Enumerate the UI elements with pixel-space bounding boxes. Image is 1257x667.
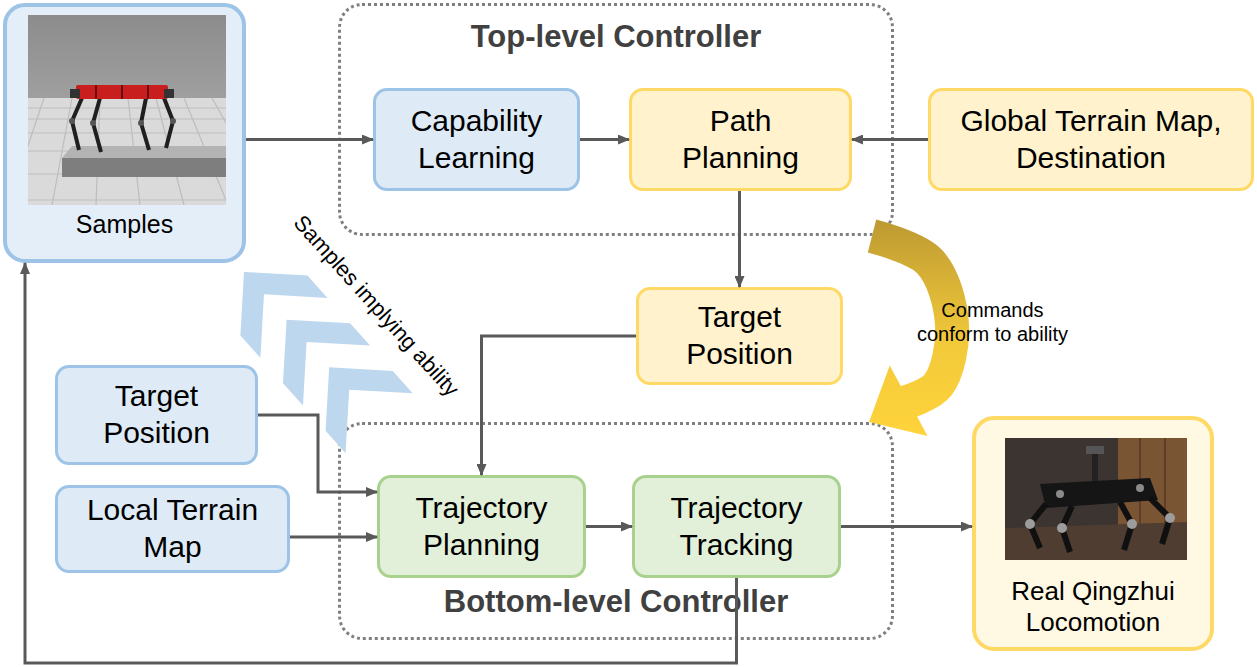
controller-frame: Top-level ControllerCapability Learning P… — [338, 3, 894, 236]
connector-line — [482, 336, 637, 475]
sample-panel: Samples — [3, 3, 246, 263]
robot-hip — [70, 89, 80, 98]
sim-sky — [28, 15, 226, 205]
connector-line — [258, 415, 377, 492]
sim-floor — [28, 98, 226, 205]
box-label: Target Position — [645, 299, 835, 372]
robot-body — [76, 85, 168, 99]
feedback-chevrons — [240, 272, 412, 453]
flow-arrow — [290, 537, 377, 538]
flow-arrow — [580, 139, 629, 140]
input-box: Target Position — [55, 365, 258, 465]
input-box: Local Terrain Map — [55, 485, 290, 573]
command-arrow-head — [869, 365, 928, 436]
flow-arrow — [25, 263, 737, 663]
box-label: Path Planning — [656, 103, 826, 176]
robot-body — [1040, 478, 1158, 508]
command-arrow — [869, 236, 952, 436]
box-label: Capability Learning — [389, 103, 564, 176]
box-label: Trajectory Planning — [387, 490, 577, 563]
real-robot-photo — [1005, 438, 1187, 560]
robot-joint — [1057, 523, 1067, 533]
box-label: Target Position — [62, 378, 252, 451]
flow-arrow — [482, 336, 637, 475]
process-box: Trajectory Planning — [377, 475, 586, 578]
controller-frame: Bottom-level ControllerTrajectory Planni… — [338, 422, 894, 640]
sim-floor-tiles — [28, 98, 226, 205]
connector-line — [246, 138, 373, 141]
sim-step-front — [62, 158, 226, 177]
connector-line — [586, 525, 632, 528]
robot-knee — [170, 118, 176, 124]
robot-joint — [1056, 490, 1064, 498]
flow-arrow — [841, 526, 972, 527]
box-label: Samples — [76, 209, 173, 240]
photo-wood-door — [1118, 438, 1187, 538]
connector-line — [580, 138, 629, 141]
process-box: Capability Learning — [373, 88, 580, 191]
box-label: Local Terrain Map — [63, 492, 283, 565]
connector-line — [738, 191, 741, 287]
robot-panel: Real Qingzhui Locomotion — [972, 416, 1214, 651]
box-label: Trajectory Tracking — [642, 490, 832, 563]
robot-legs — [1030, 498, 1170, 552]
robot-joint — [1127, 519, 1137, 529]
controller-title: Top-level Controller — [471, 18, 762, 56]
sim-step-top — [62, 146, 226, 158]
robot-body-seams — [96, 85, 148, 99]
connector-line — [841, 525, 972, 528]
connector-line — [852, 138, 928, 141]
robot-knee — [138, 120, 144, 126]
process-box: Trajectory Tracking — [632, 475, 841, 578]
flow-arrow — [258, 415, 377, 492]
flow-arrow — [852, 139, 928, 140]
robot-legs — [72, 98, 173, 152]
robot-knee — [69, 118, 75, 124]
flow-chevron — [240, 272, 327, 358]
photo-background — [1005, 438, 1187, 560]
robot-hip — [164, 89, 174, 98]
connector-line — [290, 536, 377, 539]
robot-sensor-mast — [1092, 450, 1098, 482]
simulation-snapshot — [28, 15, 226, 205]
robot-knee — [90, 120, 96, 126]
photo-floor — [1005, 522, 1187, 560]
input-box: Global Terrain Map, Destination — [928, 88, 1254, 191]
robot-sensor — [1086, 446, 1104, 454]
output-box: Target Position — [636, 287, 843, 385]
flow-arrow — [246, 139, 373, 140]
flow-chevron — [283, 320, 370, 406]
box-label: Real Qingzhui Locomotion — [983, 576, 1203, 639]
photo-door-lines — [1140, 438, 1165, 538]
connector-line — [25, 263, 737, 663]
flow-arrow — [586, 526, 632, 527]
flow-chevron — [326, 367, 413, 453]
robot-joint — [1165, 513, 1175, 523]
process-box: Path Planning — [629, 88, 852, 191]
command-arrow-band — [872, 236, 952, 403]
robot-joint — [1136, 484, 1144, 492]
box-label: Global Terrain Map, Destination — [941, 103, 1241, 176]
flow-arrow — [739, 191, 740, 287]
robot-joint — [1025, 519, 1035, 529]
